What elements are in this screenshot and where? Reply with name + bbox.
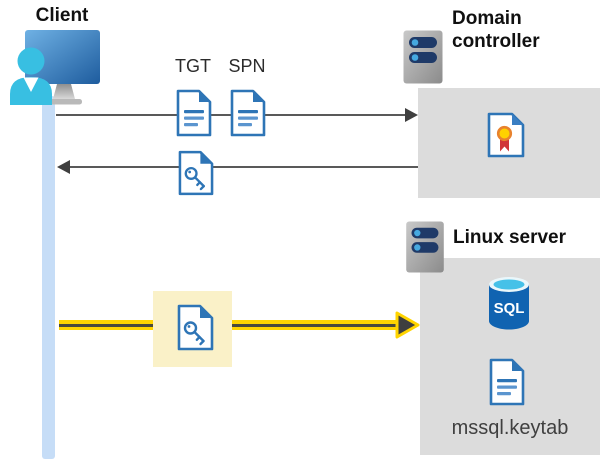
- sql-connection-arrowhead-icon: [395, 311, 420, 339]
- tgt-label: TGT: [175, 56, 211, 76]
- response-arrowhead-icon: [57, 160, 70, 174]
- tgt-document-icon: [176, 88, 212, 138]
- service-ticket-key-icon: [177, 304, 214, 351]
- keytab-document-icon: [488, 358, 526, 406]
- client-monitor-icon: [25, 30, 100, 105]
- linux-server-icon: [405, 221, 445, 273]
- client-label: Client: [35, 5, 89, 26]
- client-lifeline: [42, 96, 55, 459]
- sql-database-icon: SQL: [487, 276, 531, 330]
- request-arrowhead-icon: [405, 108, 418, 122]
- sql-badge-label: SQL: [494, 300, 525, 317]
- client-computer-icon: [8, 27, 103, 107]
- client-person-icon: [10, 47, 52, 105]
- linux-server-label: Linux server: [453, 227, 566, 248]
- certificate-icon: [486, 112, 526, 158]
- spn-document-icon: [230, 88, 266, 138]
- response-arrow-line: [70, 166, 418, 168]
- domain-controller-label: Domain controller: [452, 8, 540, 52]
- spn-label: SPN: [228, 56, 266, 76]
- domain-controller-server-icon: [403, 30, 443, 84]
- ticket-key-document-icon: [178, 150, 214, 196]
- keytab-filename-label: mssql.keytab: [451, 417, 569, 439]
